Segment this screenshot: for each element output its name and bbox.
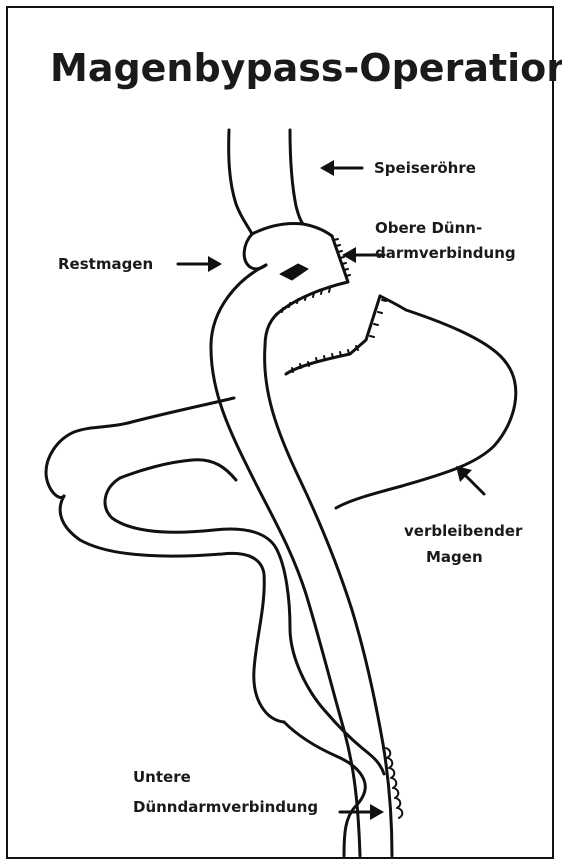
label-untere-verbindung-line1: Untere bbox=[133, 766, 191, 788]
label-speiseroehre: Speiseröhre bbox=[374, 157, 476, 179]
remnant-stomach-stitches bbox=[292, 300, 386, 372]
anastomosis-opening bbox=[280, 264, 308, 280]
arrow-untere-verbindung bbox=[340, 804, 384, 820]
esophagus-left-wall bbox=[229, 130, 252, 234]
label-verbleibender-magen-line2: Magen bbox=[426, 546, 483, 568]
remnant-stomach-top bbox=[286, 296, 380, 374]
remnant-stomach-fundus bbox=[336, 296, 516, 508]
gastric-pouch bbox=[244, 234, 266, 269]
pouch-top-rim bbox=[252, 223, 332, 236]
arrow-speiseroehre bbox=[320, 160, 362, 176]
roux-limb-left-wall bbox=[211, 265, 360, 856]
label-restmagen: Restmagen bbox=[58, 253, 153, 275]
pouch-anastomosis-edge bbox=[265, 236, 348, 346]
arrow-restmagen bbox=[178, 256, 222, 272]
label-untere-verbindung-line2: Dünndarmverbindung bbox=[133, 796, 318, 818]
label-obere-verbindung-line2: darmverbindung bbox=[375, 242, 516, 264]
roux-limb-right-wall bbox=[265, 346, 392, 856]
duodenal-loop-inner bbox=[105, 478, 326, 712]
label-obere-verbindung-line1: Obere Dünn- bbox=[375, 217, 482, 239]
label-verbleibender-magen-line1: verbleibender bbox=[404, 520, 522, 542]
arrow-verbleibender-magen bbox=[456, 466, 484, 494]
duodenal-loop-link bbox=[120, 460, 236, 480]
remnant-stomach-antrum bbox=[46, 398, 234, 498]
lower-anastomosis-inner bbox=[326, 712, 384, 774]
esophagus-right-wall bbox=[290, 130, 303, 224]
